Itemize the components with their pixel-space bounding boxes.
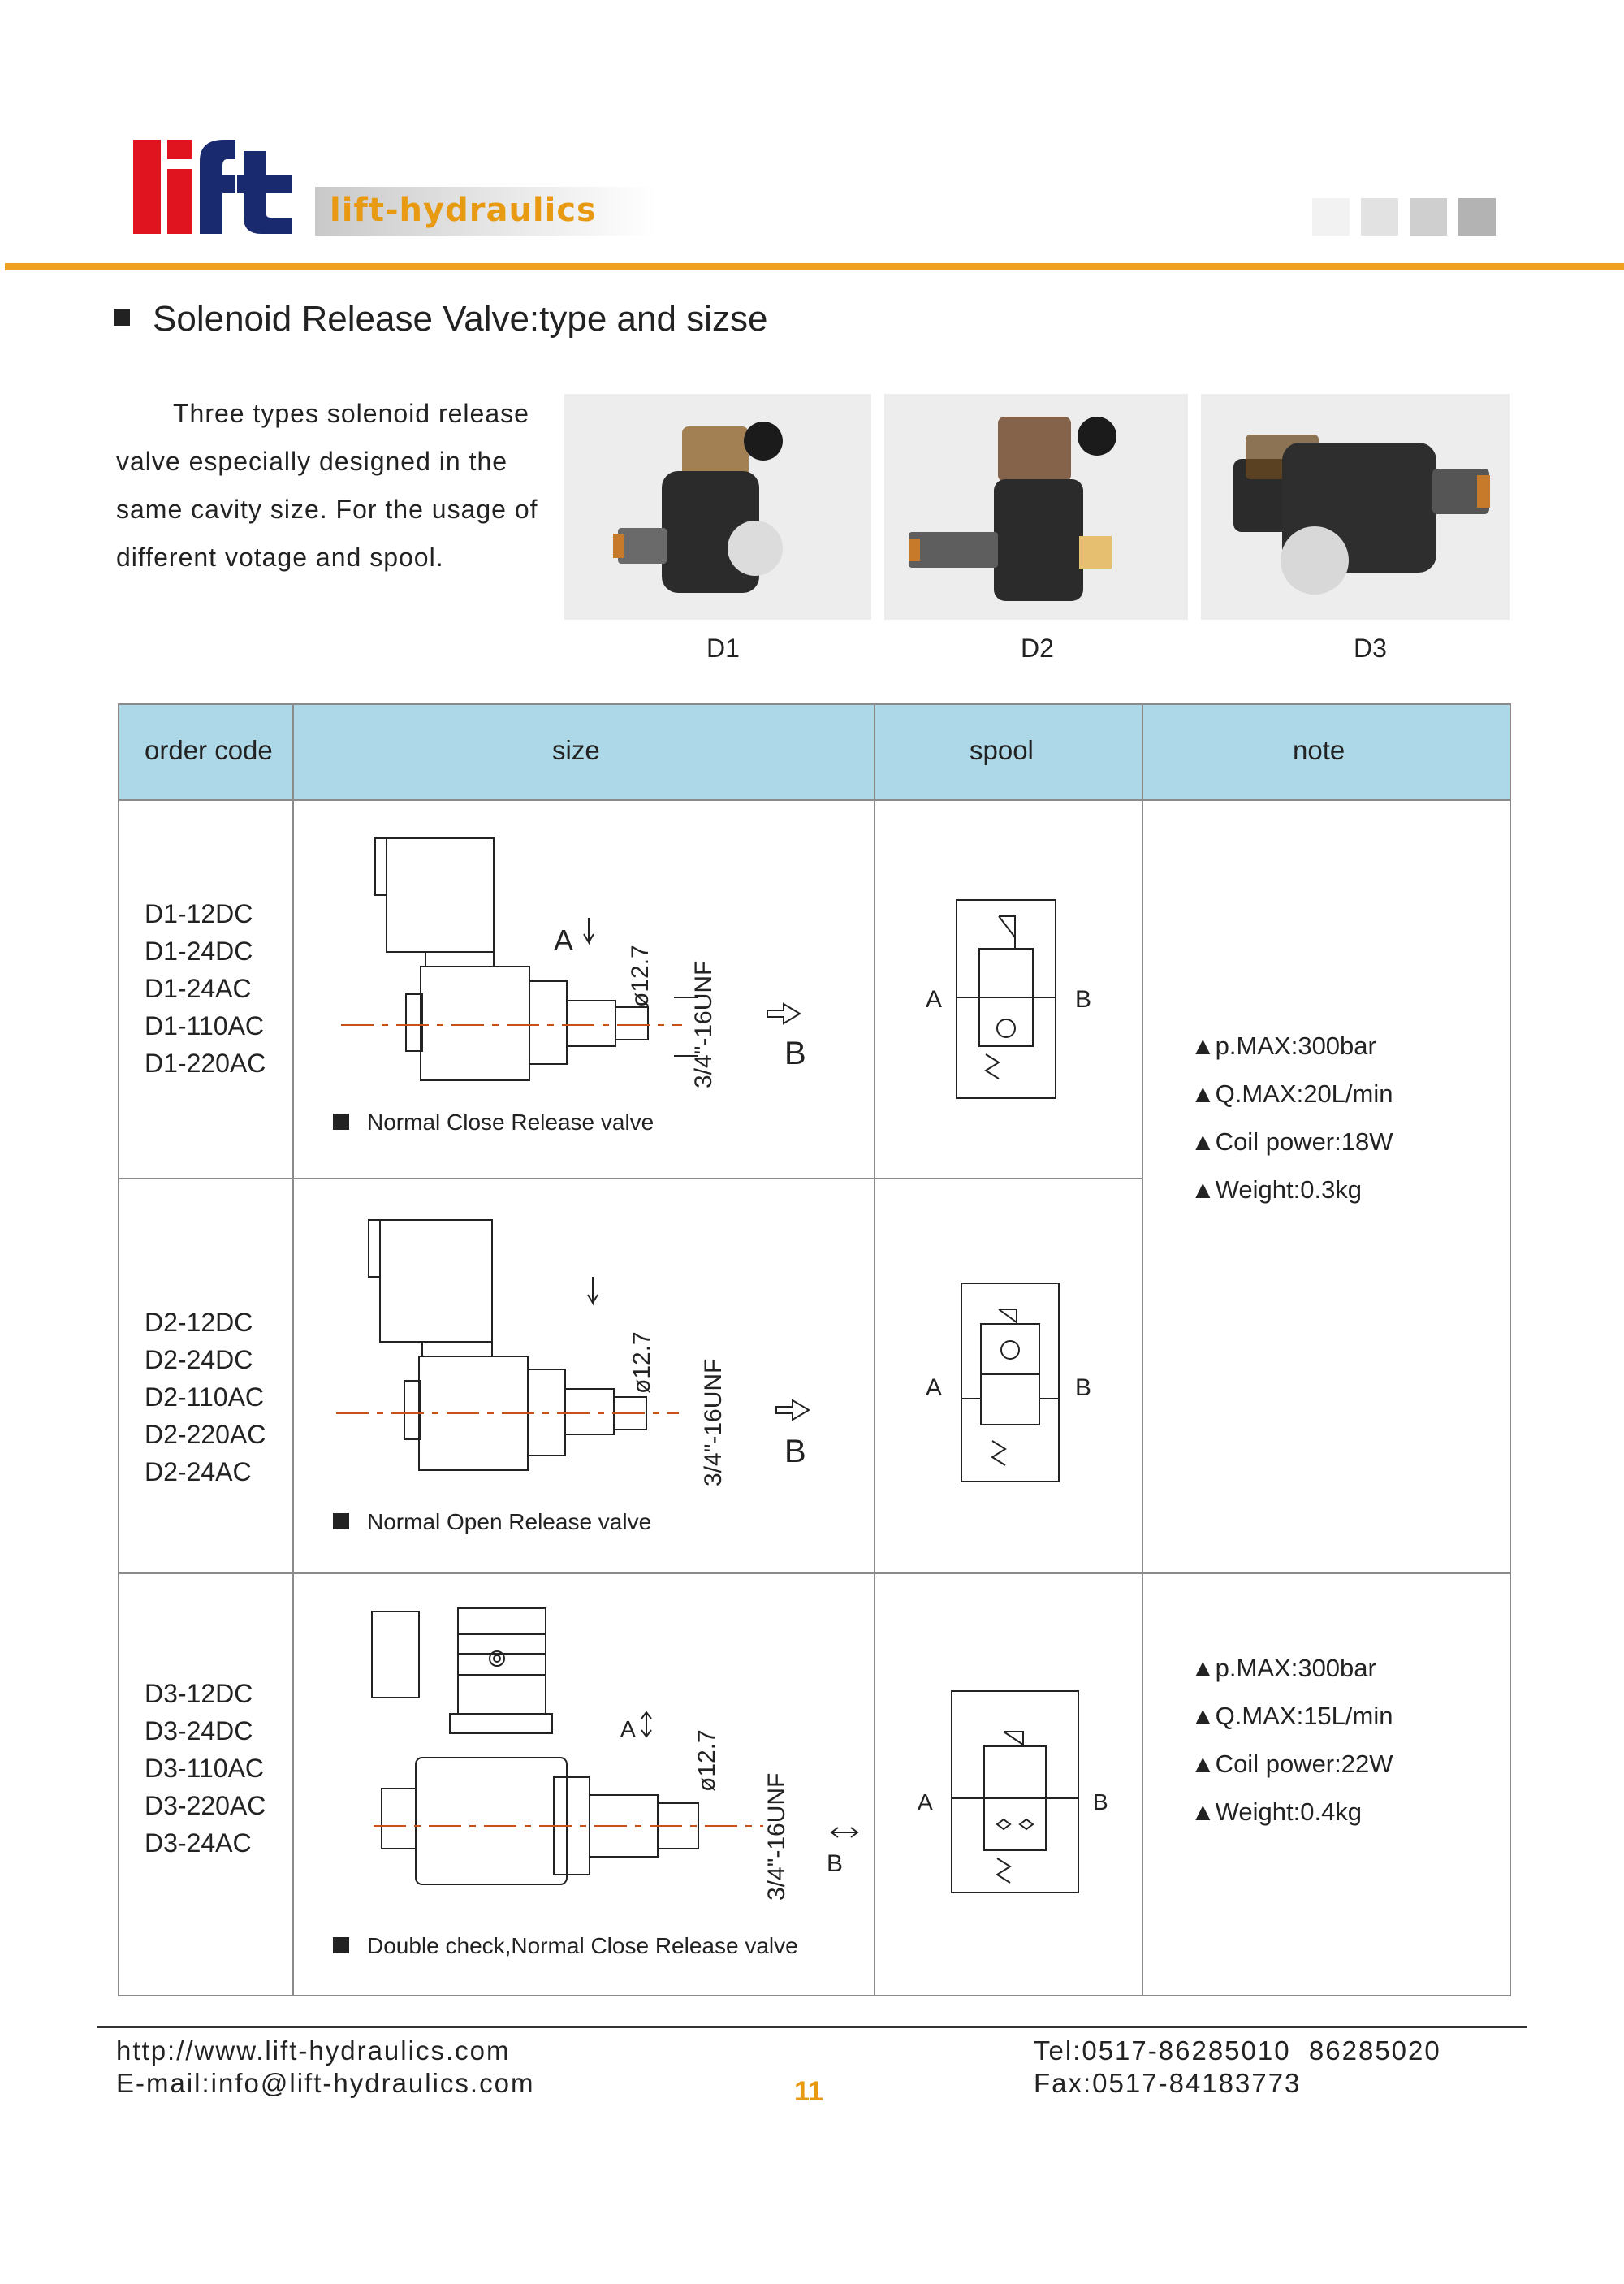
thread-label: 3/4"-16UNF [700, 1359, 727, 1486]
port-a-label: A [554, 924, 573, 957]
spec-table [118, 703, 1511, 1996]
spool-port-b: B [1093, 1789, 1108, 1815]
photo-label-d2: D2 [1021, 634, 1054, 663]
order-code: D2-24DC [145, 1345, 253, 1374]
notes-d1-d2: ▲p.MAX:300bar ▲Q.MAX:20L/min ▲Coil power… [1190, 1022, 1393, 1213]
diameter-label: ø12.7 [628, 1331, 655, 1394]
valve-photo-d3 [1201, 394, 1510, 620]
order-code: D2-110AC [145, 1382, 265, 1412]
diameter-label: ø12.7 [627, 945, 654, 1007]
table-divider [119, 1178, 1143, 1179]
table-header-row [119, 705, 1510, 799]
square-bullet-icon [333, 1113, 349, 1130]
brand-banner: lift-hydraulics [315, 187, 656, 236]
thread-label: 3/4"-16UNF [763, 1773, 790, 1901]
decor-square [1361, 198, 1398, 236]
port-b-label: B [827, 1850, 843, 1877]
note-item: ▲p.MAX:300bar [1190, 1032, 1376, 1060]
footer-tel: Tel:0517-86285010 86285020 [1034, 2035, 1441, 2066]
note-item: ▲p.MAX:300bar [1190, 1654, 1376, 1682]
notes-d3: ▲p.MAX:300bar ▲Q.MAX:15L/min ▲Coil power… [1190, 1644, 1393, 1836]
caption-d2: Normal Open Release valve [333, 1509, 651, 1535]
footer-website[interactable]: http://www.lift-hydraulics.com [116, 2035, 511, 2066]
spool-port-b: B [1075, 1374, 1091, 1401]
brand-name: lift-hydraulics [330, 192, 597, 229]
thread-label: 3/4"-16UNF [690, 961, 717, 1088]
caption-d3: Double check,Normal Close Release valve [333, 1933, 798, 1959]
note-item: ▲Weight:0.4kg [1190, 1797, 1363, 1826]
order-codes-d1: D1-12DC D1-24DC D1-24AC D1-110AC D1-220A… [145, 895, 266, 1082]
table-divider [292, 705, 294, 1995]
valve-photo-d1 [564, 394, 871, 620]
size-drawing-d1: A B ø12.7 3/4"-16UNF [341, 837, 806, 1088]
square-bullet-icon [114, 309, 130, 327]
caption-d1: Normal Close Release valve [333, 1110, 654, 1136]
order-code: D2-12DC [145, 1308, 253, 1337]
table-divider [119, 1572, 1510, 1574]
order-code: D3-12DC [145, 1679, 253, 1708]
photo-label-d1: D1 [706, 634, 740, 663]
footer-email[interactable]: E-mail:info@lift-hydraulics.com [116, 2068, 535, 2098]
table-divider [119, 799, 1510, 801]
spool-symbol-d1: A B [926, 899, 1091, 1099]
port-b-label: B [784, 1036, 806, 1071]
page-number: 11 [794, 2076, 823, 2107]
col-header-spool: spool [970, 735, 1034, 765]
square-bullet-icon [333, 1936, 349, 1953]
spool-port-b: B [1075, 986, 1091, 1013]
decor-square [1458, 198, 1496, 236]
table-divider [874, 705, 875, 1995]
header-rule [5, 263, 1624, 270]
order-code: D2-24AC [145, 1457, 252, 1486]
order-code: D1-24DC [145, 937, 253, 966]
section-title: Solenoid Release Valve:type and sizse [114, 299, 767, 340]
photo-label-d3: D3 [1354, 634, 1387, 663]
note-item: ▲Coil power:22W [1190, 1750, 1393, 1778]
note-item: ▲Weight:0.3kg [1190, 1175, 1363, 1204]
solenoid-valve-photo-icon [613, 422, 783, 593]
spool-symbol-d2: A B [926, 1283, 1091, 1482]
valve-photo-d2 [884, 394, 1188, 620]
decor-square [1312, 198, 1350, 236]
size-drawing-d3: A B ø12.7 3/4"-16UNF [371, 1607, 859, 1901]
lift-logo [133, 140, 292, 234]
decor-square [1410, 198, 1447, 236]
order-code: D1-110AC [145, 1011, 265, 1040]
col-header-order-code: order code [145, 735, 273, 765]
spool-port-a: A [926, 1374, 942, 1401]
square-bullet-icon [333, 1512, 349, 1529]
order-code: D3-24AC [145, 1828, 252, 1858]
note-item: ▲Q.MAX:20L/min [1190, 1079, 1393, 1108]
order-code: D1-12DC [145, 899, 253, 928]
order-code: D2-220AC [145, 1420, 266, 1449]
footer-fax: Fax:0517-84183773 [1034, 2068, 1302, 2098]
order-code: D3-24DC [145, 1716, 253, 1745]
port-a-label: A [620, 1716, 636, 1741]
order-code: D1-220AC [145, 1049, 266, 1078]
footer-rule [97, 2026, 1527, 2028]
spool-port-a: A [926, 986, 942, 1013]
port-b-label: B [784, 1434, 806, 1469]
order-code: D1-24AC [145, 974, 252, 1003]
order-code: D3-220AC [145, 1791, 266, 1820]
solenoid-valve-photo-icon [909, 417, 1116, 601]
diameter-label: ø12.7 [693, 1729, 720, 1792]
order-codes-d3: D3-12DC D3-24DC D3-110AC D3-220AC D3-24A… [145, 1675, 266, 1862]
size-drawing-d2: B ø12.7 3/4"-16UNF [336, 1219, 810, 1486]
col-header-size: size [552, 735, 600, 765]
spool-port-a: A [918, 1789, 933, 1815]
order-codes-d2: D2-12DC D2-24DC D2-110AC D2-220AC D2-24A… [145, 1304, 266, 1490]
col-header-note: note [1293, 735, 1345, 765]
spool-symbol-d3: A B [918, 1690, 1108, 1893]
solenoid-valve-photo-icon [1233, 435, 1490, 595]
note-item: ▲Q.MAX:15L/min [1190, 1702, 1393, 1730]
intro-paragraph: Three types solenoid release valve espec… [116, 399, 538, 572]
table-divider [1142, 705, 1143, 1995]
note-item: ▲Coil power:18W [1190, 1127, 1393, 1156]
order-code: D3-110AC [145, 1754, 265, 1783]
